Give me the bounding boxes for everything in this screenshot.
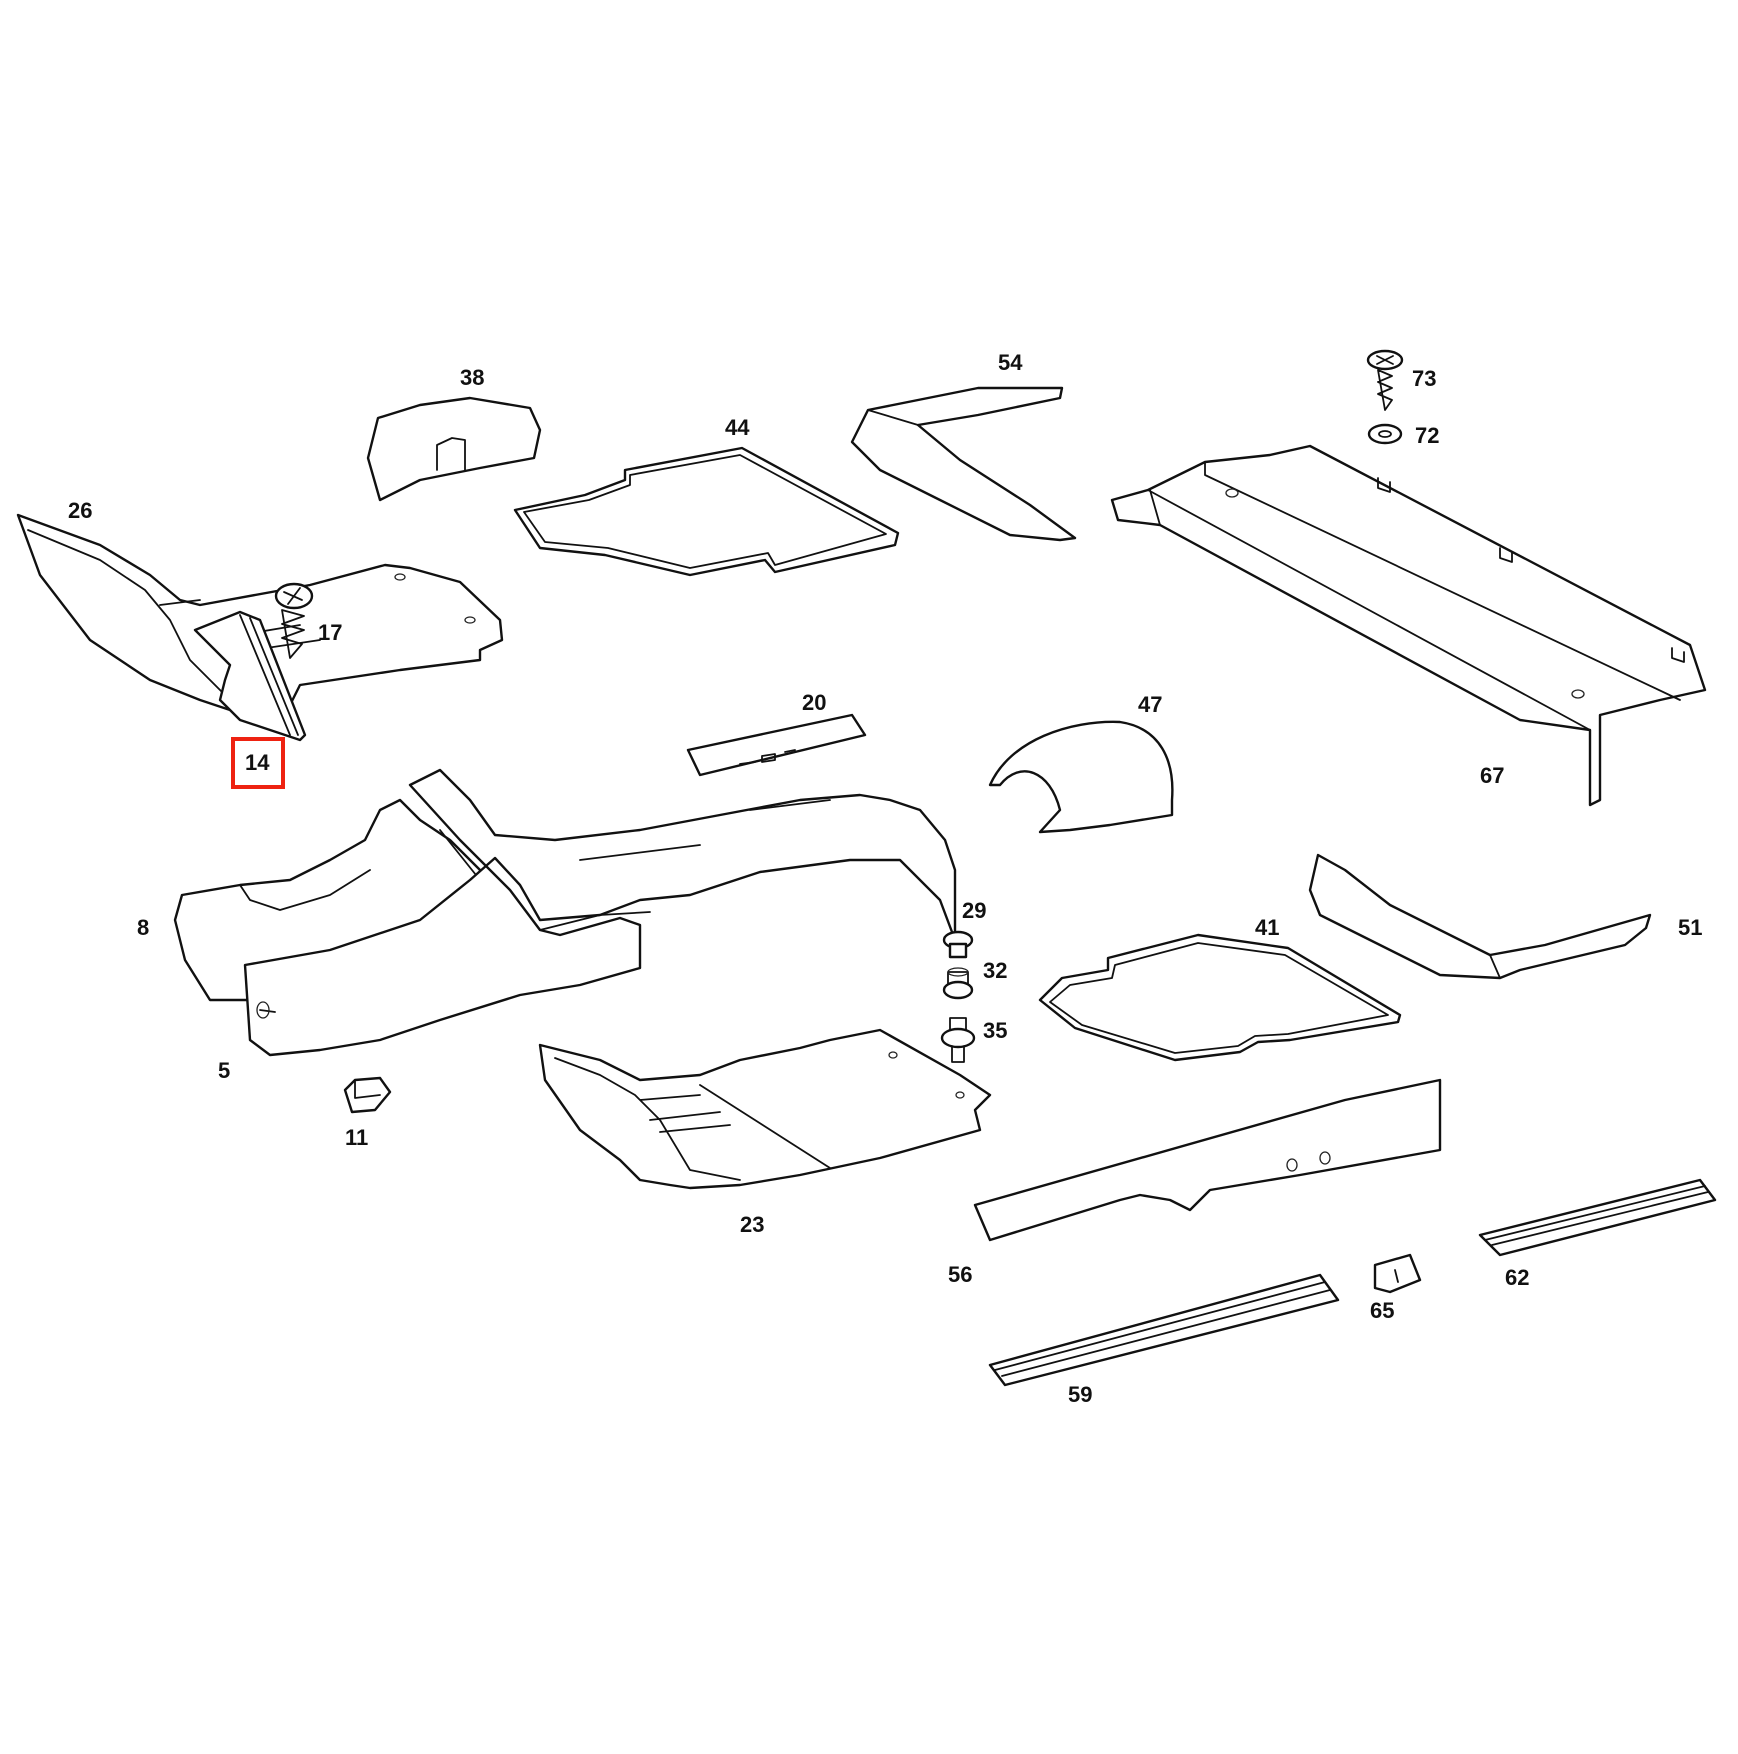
callout-44[interactable]: 44 [725,415,750,440]
callout-35[interactable]: 35 [983,1018,1007,1043]
callout-73[interactable]: 73 [1412,366,1436,391]
callout-5[interactable]: 5 [218,1058,230,1083]
part-62-sill-strip[interactable] [1478,1178,1717,1257]
callout-41[interactable]: 41 [1255,915,1279,940]
callout-62[interactable]: 62 [1505,1265,1529,1290]
part-73-screw[interactable] [1366,349,1404,411]
callout-47[interactable]: 47 [1138,692,1162,717]
part-5-main-carpet[interactable] [243,768,957,1057]
callout-14[interactable]: 14 [245,750,270,775]
part-44-floor-mat[interactable] [513,446,900,577]
callout-23[interactable]: 23 [740,1212,764,1237]
part-35-fastener[interactable] [940,1017,976,1063]
part-41-floor-mat[interactable] [1038,933,1402,1062]
highlight-box-14 [231,737,285,789]
part-51-trim[interactable] [1308,853,1652,980]
callout-11[interactable]: 11 [345,1125,368,1150]
part-17-screw[interactable] [274,582,314,659]
part-11-clip[interactable] [343,1076,392,1114]
callout-20[interactable]: 20 [802,690,826,715]
callout-32[interactable]: 32 [983,958,1007,983]
callout-8[interactable]: 8 [137,915,149,940]
callout-51[interactable]: 51 [1678,915,1702,940]
part-56-sill-panel[interactable] [973,1078,1442,1242]
part-26-front-carpet[interactable] [16,513,504,712]
callout-54[interactable]: 54 [998,350,1023,375]
part-29-button[interactable] [942,930,974,959]
part-14-side-trim[interactable] [193,610,307,742]
callout-38[interactable]: 38 [460,365,484,390]
part-67-rear-panel[interactable] [1110,444,1707,807]
part-65-clip[interactable] [1373,1253,1422,1294]
callout-29[interactable]: 29 [962,898,986,923]
callout-67[interactable]: 67 [1480,763,1504,788]
part-23-rear-carpet[interactable] [538,1028,992,1190]
part-59-sill-strip[interactable] [988,1273,1340,1387]
callout-56[interactable]: 56 [948,1262,972,1287]
callout-26[interactable]: 26 [68,498,92,523]
part-72-washer[interactable] [1367,423,1403,445]
part-38-cover[interactable] [366,396,542,502]
callout-65[interactable]: 65 [1370,1298,1394,1323]
part-20-plate[interactable] [686,713,867,777]
part-47-tunnel-cover[interactable] [988,720,1174,834]
callout-72[interactable]: 72 [1415,423,1439,448]
callout-17[interactable]: 17 [318,620,342,645]
part-54-trim[interactable] [850,386,1077,542]
part-32-grommet[interactable] [942,967,974,1000]
callout-59[interactable]: 59 [1068,1382,1092,1407]
